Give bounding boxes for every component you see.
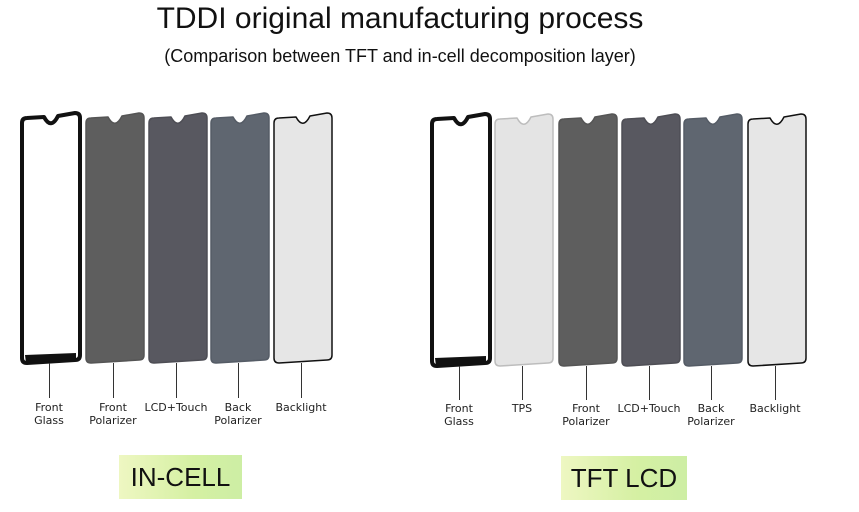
layer-outline: [558, 113, 618, 367]
layer-label-back-polarizer: Back Polarizer: [687, 402, 735, 428]
layer-shape: [494, 113, 554, 367]
layer-shape: [210, 112, 270, 364]
layer-shape: [621, 113, 681, 367]
layer-shape: [85, 112, 145, 364]
layer-label-backlight: Backlight: [275, 401, 327, 414]
layer-outline: [430, 112, 492, 368]
layer-outline: [494, 113, 554, 367]
layer-shape: [558, 113, 618, 367]
leader-line: [459, 366, 460, 400]
diagram-subtitle: (Comparison between TFT and in-cell deco…: [164, 46, 636, 66]
layer-shape: [683, 113, 743, 367]
layer-lcd-touch-panel: [621, 113, 681, 367]
layer-label-front-polarizer: Front Polarizer: [89, 401, 137, 427]
layer-shape: [273, 112, 333, 364]
in-cell-badge: IN-CELL: [119, 455, 242, 499]
layer-front-glass-panel: [20, 111, 82, 365]
layer-front-polarizer-panel: [558, 113, 618, 367]
leader-line: [176, 363, 177, 398]
leader-line: [649, 366, 650, 400]
layer-label-front-glass: Front Glass: [444, 402, 474, 428]
tft-lcd-badge: TFT LCD: [561, 456, 687, 500]
layer-label-front-glass: Front Glass: [34, 401, 64, 427]
layer-outline: [273, 112, 333, 364]
layer-lcd-touch-panel: [148, 112, 208, 364]
layer-outline: [621, 113, 681, 367]
leader-line: [49, 363, 50, 398]
layer-outline: [747, 113, 807, 367]
layer-front-glass-panel: [430, 112, 492, 368]
layer-outline: [20, 111, 82, 365]
layer-backlight-panel: [747, 113, 807, 367]
layer-outline: [85, 112, 145, 364]
layer-label-backlight: Backlight: [749, 402, 801, 415]
layer-label-front-polarizer: Front Polarizer: [562, 402, 610, 428]
leader-line: [522, 366, 523, 400]
layer-back-polarizer-panel: [683, 113, 743, 367]
layer-back-polarizer-panel: [210, 112, 270, 364]
layer-label-tps: TPS: [511, 402, 533, 415]
layer-label-lcd-touch: LCD+Touch: [617, 402, 681, 415]
diagram-title: TDDI original manufacturing process: [156, 2, 644, 35]
layer-label-lcd-touch: LCD+Touch: [144, 401, 208, 414]
leader-line: [586, 366, 587, 400]
glass-bottom-bezel: [25, 353, 76, 363]
layer-outline: [210, 112, 270, 364]
leader-line: [301, 363, 302, 398]
leader-line: [113, 363, 114, 398]
layer-label-back-polarizer: Back Polarizer: [214, 401, 262, 427]
layer-front-polarizer-panel: [85, 112, 145, 364]
layer-shape: [20, 111, 82, 365]
layer-shape: [148, 112, 208, 364]
layer-backlight-panel: [273, 112, 333, 364]
leader-line: [711, 366, 712, 400]
leader-line: [775, 366, 776, 400]
layer-outline: [148, 112, 208, 364]
layer-tps-panel: [494, 113, 554, 367]
layer-shape: [430, 112, 492, 368]
layer-outline: [683, 113, 743, 367]
leader-line: [238, 363, 239, 398]
layer-shape: [747, 113, 807, 367]
glass-bottom-bezel: [435, 356, 486, 366]
